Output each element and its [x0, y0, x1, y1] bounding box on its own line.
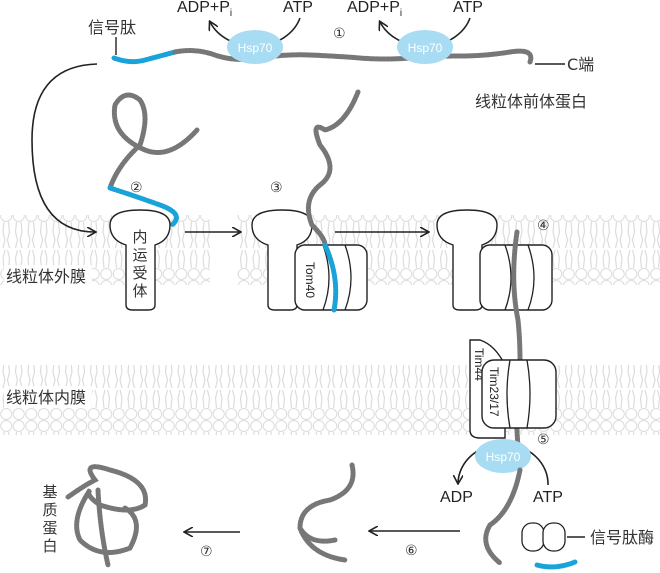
svg-text:运: 运 [132, 246, 147, 264]
svg-text:Hsp70: Hsp70 [238, 41, 273, 55]
inner-membrane-label: 线粒体内膜 [6, 388, 86, 407]
signal-peptidase-label: 信号肽酶 [590, 528, 654, 547]
tim23-label: Tim23/17 [487, 367, 501, 417]
svg-text:Hsp70: Hsp70 [408, 41, 443, 55]
svg-text:内: 内 [132, 228, 147, 246]
step-2: ② [130, 180, 143, 196]
tim23-complex [481, 359, 557, 429]
step-1: ① [333, 26, 346, 42]
svg-text:体: 体 [132, 282, 147, 300]
adp-pi-label-2: ADP+Pi [347, 0, 402, 19]
atp-label-1: ATP [283, 0, 313, 16]
step-5: ⑤ [537, 432, 550, 448]
receptor-label: 内 运 受 体 [132, 228, 147, 300]
svg-text:白: 白 [42, 537, 57, 555]
hsp70-2 [397, 30, 453, 64]
step-6: ⑥ [405, 543, 418, 559]
precursor-label: 线粒体前体蛋白 [475, 92, 587, 111]
matrix-protein-label: 基 质 蛋 白 [42, 483, 57, 555]
loop-chain-2 [107, 92, 200, 191]
path-arrow-to-receptor [31, 63, 98, 232]
tom40-label: Tom40 [303, 262, 317, 298]
svg-text:质: 质 [42, 501, 57, 519]
atp-label-3: ATP [533, 489, 563, 506]
outer-membrane-label: 线粒体外膜 [6, 267, 86, 286]
chain-3 [305, 89, 361, 248]
hsp70-1 [227, 30, 283, 64]
svg-text:蛋: 蛋 [42, 519, 57, 537]
cleaved-signal-peptide [534, 559, 578, 570]
import-receptor [109, 209, 171, 311]
step-7: ⑦ [200, 544, 213, 560]
chain-6 [297, 462, 356, 563]
step-4: ④ [537, 218, 550, 234]
signal-peptidase [521, 522, 566, 552]
svg-text:基: 基 [42, 483, 57, 501]
inner-membrane [0, 365, 660, 435]
atp-label-2: ATP [453, 0, 483, 16]
matrix-protein-chain [65, 464, 149, 568]
c-terminus-label: C端 [567, 55, 594, 74]
precursor-chain [172, 48, 534, 65]
svg-text:Hsp70: Hsp70 [486, 450, 521, 464]
signal-peptide-chain [111, 49, 178, 65]
svg-text:受: 受 [132, 264, 147, 282]
hsp70-3 [475, 439, 531, 473]
signal-peptide-label: 信号肽 [88, 18, 136, 37]
chain-5 [483, 467, 523, 566]
adp-pi-label-1: ADP+Pi [177, 0, 232, 19]
step-3: ③ [270, 180, 283, 196]
adp-label: ADP [440, 489, 473, 506]
